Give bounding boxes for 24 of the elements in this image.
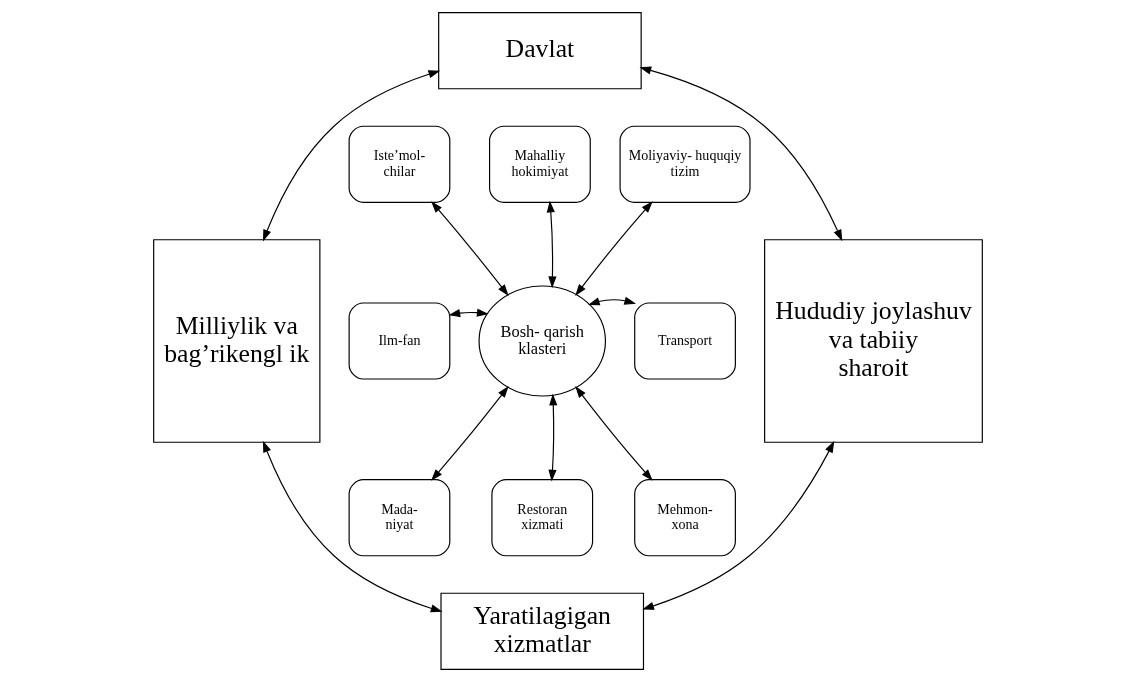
node-box: Mada- niyat bbox=[348, 479, 451, 557]
node-box: Transport bbox=[634, 302, 736, 380]
arrow bbox=[548, 393, 558, 482]
arrow bbox=[546, 200, 557, 289]
node-box: Iste’mol- chilar bbox=[348, 125, 451, 203]
node-box: Restoran xizmati bbox=[491, 479, 594, 557]
node-box: Hududiy joylashuv va tabiiy sharoit bbox=[764, 239, 983, 443]
node-box: Yaratilagigan xizmatlar bbox=[440, 592, 645, 670]
arrow bbox=[448, 308, 489, 318]
node-box: Davlat bbox=[438, 12, 642, 90]
arrow bbox=[431, 385, 509, 481]
node-box: Milliylik va bag’rikengl ik bbox=[153, 239, 321, 443]
arrow bbox=[642, 440, 835, 610]
arrow bbox=[575, 201, 653, 296]
arrow bbox=[587, 296, 637, 306]
node-box: Moliyaviy- huquqiy tizim bbox=[619, 125, 751, 203]
node-box: Mahalliy hokimiyat bbox=[489, 125, 591, 203]
arrow bbox=[262, 440, 443, 613]
arrow bbox=[639, 66, 843, 242]
arrow bbox=[262, 70, 441, 242]
node-box: Mehmon- xona bbox=[634, 479, 736, 557]
arrow bbox=[431, 201, 509, 297]
arrow bbox=[575, 386, 653, 481]
node-box: Ilm-fan bbox=[348, 302, 451, 380]
